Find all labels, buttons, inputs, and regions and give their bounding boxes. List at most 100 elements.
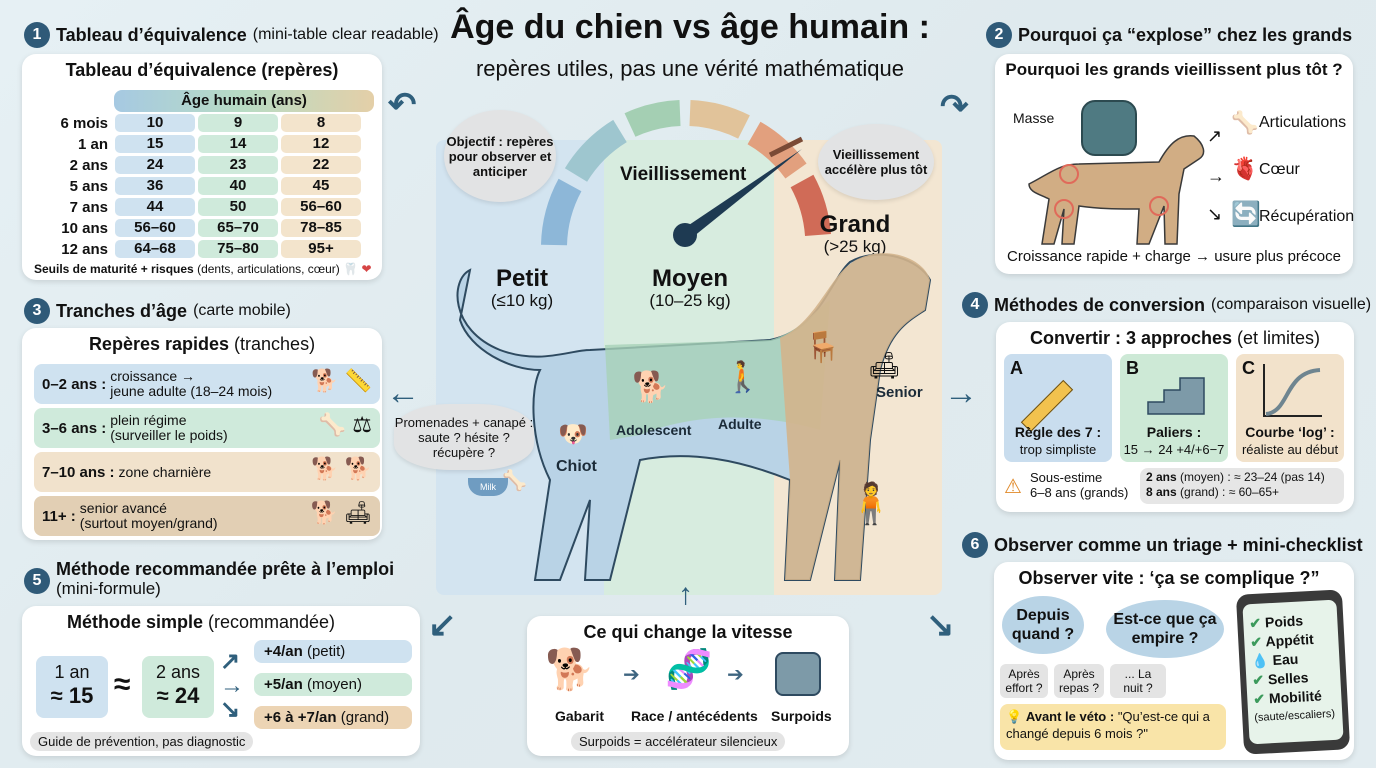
chip-night: ... La nuit ?	[1110, 664, 1166, 698]
section-1-title: 1 Tableau d’équivalence (mini-table clea…	[24, 22, 439, 48]
accelerates-bubble: Vieillissement accélère plus tôt	[818, 124, 934, 200]
puppy-icon: 🐶	[558, 421, 588, 448]
section-number: 1	[24, 22, 50, 48]
range-key: 0–2 ans :	[42, 375, 107, 393]
dog-with-load-icon	[1028, 135, 1205, 245]
approach-b: B Paliers : 15 → 24 +4/+6−7	[1120, 354, 1228, 462]
checklist-note: (saute/escaliers)	[1254, 707, 1336, 725]
size-moyen: Moyen(10–25 kg)	[649, 265, 731, 311]
cell-grand: 22	[281, 156, 361, 174]
row-label: 10 ans	[61, 219, 108, 237]
walking-person-icon: 🚶	[724, 361, 762, 394]
arrow-icon: ➔	[727, 664, 744, 686]
table-row: 5 ans 36 40 45	[22, 176, 382, 196]
cell-moyen: 75–80	[198, 240, 278, 258]
section-number: 6	[962, 532, 988, 558]
range-desc: zone charnière	[118, 463, 212, 480]
cell-moyen: 14	[198, 135, 278, 153]
vet-tip: 💡 Avant le véto : "Qu’est-ce qui a chang…	[1000, 704, 1226, 750]
table-row: 12 ans 64–68 75–80 95+	[22, 239, 382, 259]
arrow-icon: ➔	[623, 664, 640, 686]
arrow-icon: ↘	[1207, 204, 1223, 224]
speed-factors-card: Ce qui change la vitesse 🐕 ➔ 🧬 ➔ Gabarit…	[527, 616, 849, 756]
section-title-note: (mini-formule)	[56, 579, 161, 598]
section-title-note: (carte mobile)	[193, 302, 291, 319]
table-row: 2 ans 24 23 22	[22, 155, 382, 175]
scale-icon: ⚖	[352, 412, 372, 437]
cell-grand: 45	[281, 177, 361, 195]
section-title-text: Tranches d’âge	[56, 300, 188, 321]
row-label: 1 an	[77, 135, 108, 153]
range-desc: croissance →jeune adulte (18–24 mois)	[110, 368, 273, 399]
range-key: 3–6 ans :	[42, 419, 107, 437]
phone-checklist: ✔ Poids✔ Appétit💧 Eau✔ Selles✔ Mobilité(…	[1235, 589, 1351, 755]
log-curve-icon	[1263, 364, 1322, 417]
cell-petit: 10	[115, 114, 195, 132]
factor-surpoids: Surpoids	[771, 708, 832, 724]
arrow-icon: ↗	[1207, 126, 1223, 146]
chip-after-meal: Après repas ?	[1054, 664, 1104, 698]
stage-chiot: Chiot	[556, 458, 597, 475]
increment-pill: +6 à +7/an (grand)	[254, 706, 412, 729]
check-icon: ✔	[1249, 633, 1263, 651]
milk-bowl-icon: Milk	[468, 478, 508, 496]
effect-coeur: Cœur	[1259, 161, 1300, 178]
food-bowl-icon: 🦴	[318, 412, 347, 437]
age-range-row: 7–10 ans : zone charnière 🐕🐕	[34, 452, 380, 492]
range-desc: senior avancé(surtout moyen/grand)	[79, 500, 218, 531]
sofa-icon: 🛋	[344, 500, 372, 525]
age-range-row: 3–6 ans : plein régime(surveiller le poi…	[34, 408, 380, 448]
cell-moyen: 9	[198, 114, 278, 132]
backpack-icon	[1081, 100, 1137, 156]
range-key: 7–10 ans :	[42, 463, 115, 481]
senior-dog-icon: 🐕	[310, 500, 339, 525]
walk-bubble: Promenades + canapé : saute ? hésite ? r…	[394, 404, 534, 470]
ruler-icon: 📏	[344, 368, 372, 393]
section-title-note: (comparaison visuelle)	[1211, 296, 1372, 313]
age-ranges-card: Repères rapides (tranches) 0–2 ans : cro…	[22, 328, 382, 540]
stage-senior: Senior	[876, 384, 923, 401]
section-number: 4	[962, 292, 988, 318]
disclaimer-note: Guide de prévention, pas diagnostic	[30, 732, 254, 751]
walking-dog-icon: 🐕	[311, 456, 339, 481]
arrow-up-icon: ↑	[678, 578, 693, 611]
footer-bold: Seuils de maturité + risques	[34, 262, 194, 276]
heart-organ-icon: 🫀	[1231, 156, 1259, 181]
cell-moyen: 23	[198, 156, 278, 174]
card-title: Pourquoi les grands vieillissent plus tô…	[1005, 60, 1343, 79]
section-number: 3	[24, 298, 50, 324]
arrow-to-section1-icon: ↶	[388, 86, 417, 124]
cell-moyen: 50	[198, 198, 278, 216]
triage-card: Observer vite : ‘ça se complique ?” Depu…	[994, 562, 1354, 760]
arrow-icon: →	[1207, 166, 1225, 186]
arrow-icon: ↘	[220, 696, 241, 723]
increment-pill: +5/an (moyen)	[254, 673, 412, 696]
cell-petit: 64–68	[115, 240, 195, 258]
cell-moyen: 65–70	[198, 219, 278, 237]
joint-icon: 🦴	[1231, 110, 1259, 135]
cell-petit: 15	[115, 135, 195, 153]
cell-grand: 56–60	[281, 198, 361, 216]
approach-c: C Courbe ‘log’ : réaliste au début	[1236, 354, 1344, 462]
recycle-icon: 🔄	[1231, 201, 1261, 228]
cell-petit: 24	[115, 156, 195, 174]
table-row: 6 mois 10 9 8	[22, 113, 382, 133]
one-year-box: 1 an ≈ 15	[36, 656, 108, 718]
increment-pill: +4/an (petit)	[254, 640, 412, 663]
cell-moyen: 40	[198, 177, 278, 195]
examples-box: 2 ans (moyen) : ≈ 23–24 (pas 14) 8 ans (…	[1140, 468, 1344, 504]
leashed-dog-icon: 🐕	[632, 371, 670, 404]
dogs-icon: 🐕	[545, 648, 595, 692]
card-title: Méthode simple (recommandée)	[66, 612, 336, 632]
cell-grand: 95+	[281, 240, 361, 258]
card-title: Observer vite : ‘ça se complique ?”	[1018, 568, 1320, 588]
row-label: 6 mois	[60, 114, 108, 132]
effect-recuperation: Récupération	[1259, 208, 1355, 225]
factor-race: Race / antécédents	[631, 708, 758, 724]
table-footer: Seuils de maturité + risques (dents, art…	[34, 262, 372, 276]
arrow-to-section2-icon: ↷	[940, 88, 969, 126]
lightbulb-icon: 💡	[1006, 709, 1023, 724]
section-title-text: Méthode recommandée prête à l’emploi	[56, 559, 395, 579]
gauge	[541, 100, 831, 247]
